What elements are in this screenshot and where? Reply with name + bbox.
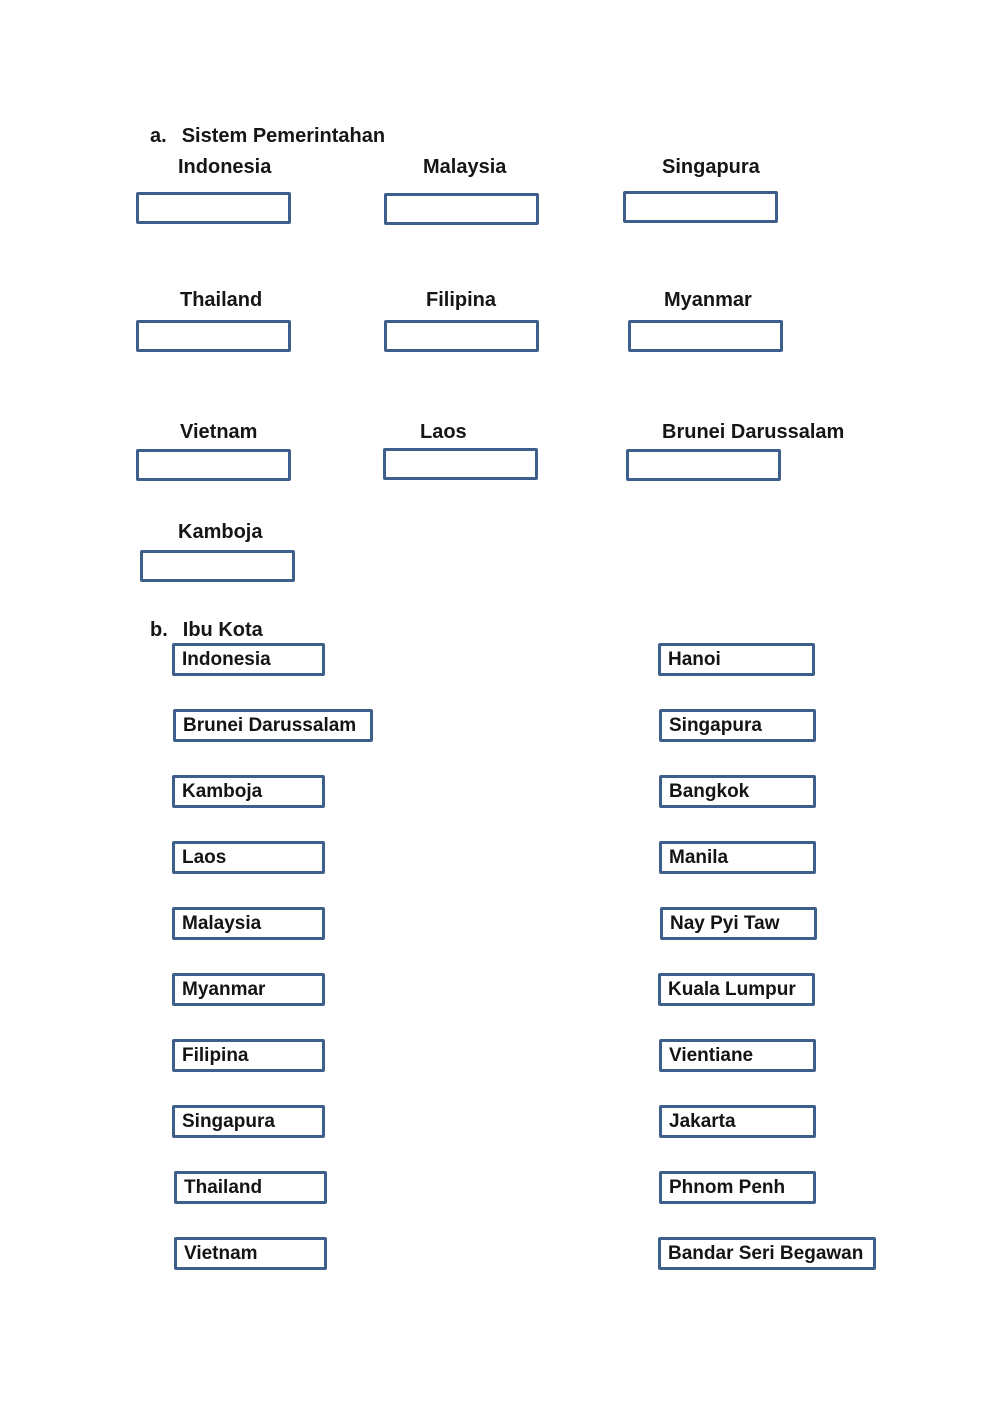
answer-input-malaysia[interactable]: [384, 193, 539, 225]
answer-input-singapura[interactable]: [623, 191, 778, 223]
country-label-singapura: Singapura: [662, 156, 760, 178]
section-a-title: Sistem Pemerintahan: [181, 125, 386, 147]
country-label-laos: Laos: [420, 421, 467, 443]
match-item-capital-bandar-seri-begawan[interactable]: Bandar Seri Begawan: [658, 1237, 876, 1270]
answer-input-laos[interactable]: [383, 448, 538, 480]
match-item-country-filipina[interactable]: Filipina: [172, 1039, 325, 1072]
answer-input-brunei-darussalam[interactable]: [626, 449, 781, 481]
match-item-capital-phnom-penh[interactable]: Phnom Penh: [659, 1171, 816, 1204]
match-item-capital-hanoi[interactable]: Hanoi: [658, 643, 815, 676]
match-item-country-brunei-darussalam[interactable]: Brunei Darussalam: [173, 709, 373, 742]
country-label-brunei-darussalam: Brunei Darussalam: [662, 421, 845, 443]
answer-input-vietnam[interactable]: [136, 449, 291, 481]
match-item-capital-manila[interactable]: Manila: [659, 841, 816, 874]
match-item-country-thailand[interactable]: Thailand: [174, 1171, 327, 1204]
section-a-index: a.: [150, 125, 167, 147]
match-item-capital-bangkok[interactable]: Bangkok: [659, 775, 816, 808]
country-label-filipina: Filipina: [426, 289, 496, 311]
match-item-country-laos[interactable]: Laos: [172, 841, 325, 874]
match-item-capital-vientiane[interactable]: Vientiane: [659, 1039, 816, 1072]
match-item-country-malaysia[interactable]: Malaysia: [172, 907, 325, 940]
match-item-country-kamboja[interactable]: Kamboja: [172, 775, 325, 808]
match-item-country-singapura[interactable]: Singapura: [172, 1105, 325, 1138]
match-item-country-indonesia[interactable]: Indonesia: [172, 643, 325, 676]
answer-input-kamboja[interactable]: [140, 550, 295, 582]
country-label-malaysia: Malaysia: [423, 156, 507, 178]
match-item-country-vietnam[interactable]: Vietnam: [174, 1237, 327, 1270]
section-b-index: b.: [150, 619, 168, 641]
answer-input-thailand[interactable]: [136, 320, 291, 352]
answer-input-myanmar[interactable]: [628, 320, 783, 352]
match-item-capital-kuala-lumpur[interactable]: Kuala Lumpur: [658, 973, 815, 1006]
country-label-thailand: Thailand: [180, 289, 263, 311]
match-item-capital-singapura[interactable]: Singapura: [659, 709, 816, 742]
country-label-indonesia: Indonesia: [178, 156, 272, 178]
section-a-heading: a. Sistem Pemerintahan: [150, 125, 385, 148]
country-label-vietnam: Vietnam: [180, 421, 258, 443]
country-label-myanmar: Myanmar: [664, 289, 752, 311]
match-item-capital-jakarta[interactable]: Jakarta: [659, 1105, 816, 1138]
country-label-kamboja: Kamboja: [178, 521, 263, 543]
section-b-heading: b. Ibu Kota: [150, 619, 263, 642]
section-b-title: Ibu Kota: [182, 619, 263, 641]
answer-input-indonesia[interactable]: [136, 192, 291, 224]
match-item-capital-nay-pyi-taw[interactable]: Nay Pyi Taw: [660, 907, 817, 940]
answer-input-filipina[interactable]: [384, 320, 539, 352]
match-item-country-myanmar[interactable]: Myanmar: [172, 973, 325, 1006]
